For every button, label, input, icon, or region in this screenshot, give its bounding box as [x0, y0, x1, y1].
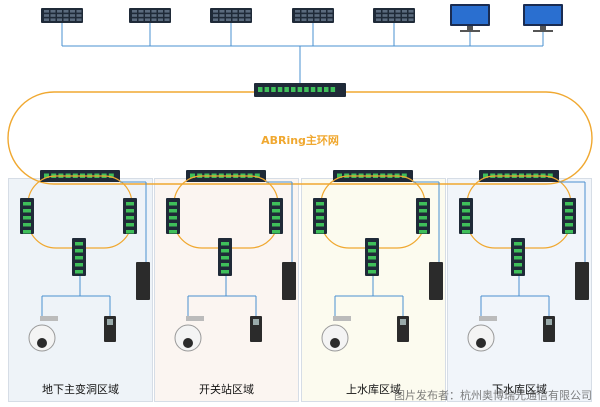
- monitor-7: [523, 4, 563, 32]
- storage-server-icon: [575, 262, 589, 300]
- rack-server-2: [129, 8, 171, 23]
- zone-sub-ring: [27, 175, 133, 249]
- access-switch-right: [269, 198, 283, 234]
- camera: [321, 316, 351, 352]
- central-core-switch: [254, 83, 346, 97]
- access-switch-right: [562, 198, 576, 234]
- monitor-6: [450, 4, 490, 32]
- zone-sub-ring: [466, 175, 572, 249]
- access-switch-left: [166, 198, 180, 234]
- rack-server-5: [373, 8, 415, 23]
- door-controller: [397, 316, 409, 342]
- zone-sub-ring: [320, 175, 426, 249]
- rack-server-1: [41, 8, 83, 23]
- rack-server-3: [210, 8, 252, 23]
- camera: [174, 316, 204, 352]
- camera: [467, 316, 497, 352]
- zone-name: 地下主变洞区域: [42, 383, 119, 396]
- zone-sub-ring: [173, 175, 279, 249]
- publisher-watermark: 图片发布者：杭州奥博瑞光通信有限公司: [394, 389, 592, 402]
- storage-server-icon: [429, 262, 443, 300]
- zone-name: 上水库区域: [346, 383, 401, 396]
- door-controller: [104, 316, 116, 342]
- access-switch-left: [20, 198, 34, 234]
- zone-name: 开关站区域: [199, 383, 254, 396]
- camera: [28, 316, 58, 352]
- access-switch-bottom: [72, 238, 86, 276]
- storage-server-icon: [282, 262, 296, 300]
- access-switch-left: [313, 198, 327, 234]
- access-switch-right: [123, 198, 137, 234]
- access-switch-bottom: [511, 238, 525, 276]
- camera-mount-icon: [479, 316, 497, 321]
- door-controller: [543, 316, 555, 342]
- camera-mount-icon: [333, 316, 351, 321]
- storage-server-icon: [136, 262, 150, 300]
- main-ring-label: ABRing主环网: [261, 134, 339, 147]
- zone-name: 下水库区域: [492, 383, 547, 396]
- access-switch-bottom: [365, 238, 379, 276]
- access-switch-right: [416, 198, 430, 234]
- access-switch-bottom: [218, 238, 232, 276]
- camera-mount-icon: [40, 316, 58, 321]
- access-switch-left: [459, 198, 473, 234]
- rack-server-4: [292, 8, 334, 23]
- camera-mount-icon: [186, 316, 204, 321]
- door-controller: [250, 316, 262, 342]
